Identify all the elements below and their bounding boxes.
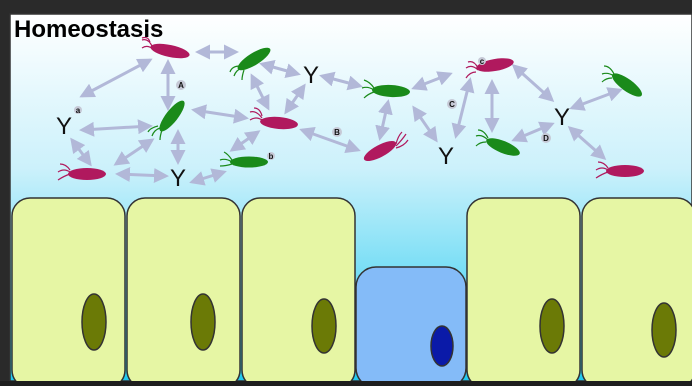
- special-cell: [356, 267, 466, 381]
- label-c-upper: C: [449, 100, 455, 109]
- label-a-lower: a: [76, 106, 81, 115]
- label-c-lower: c: [480, 57, 485, 66]
- antibody-y: Y: [554, 104, 570, 131]
- label-b-lower: b: [269, 152, 274, 161]
- epithelial-cell: [12, 198, 125, 381]
- cell-nucleus: [191, 294, 215, 350]
- epithelial-cell: [127, 198, 240, 381]
- cell-nucleus: [540, 299, 564, 353]
- label-d-upper: D: [543, 134, 549, 143]
- cell-nucleus: [312, 299, 336, 353]
- antibody-y: Y: [303, 62, 319, 89]
- antibody-y: Y: [170, 165, 186, 192]
- epithelial-cell: [582, 198, 692, 381]
- arrow: [118, 174, 166, 176]
- antibody-y: Y: [438, 143, 454, 170]
- diagram-title: Homeostasis: [14, 16, 163, 43]
- epithelial-layer: [12, 198, 692, 381]
- cell-nucleus: [652, 303, 676, 357]
- special-cell-nucleus: [431, 326, 453, 366]
- label-a-upper: A: [178, 81, 184, 90]
- epithelial-cell: [242, 198, 355, 381]
- cell-nucleus: [82, 294, 106, 350]
- label-b-upper: B: [334, 128, 340, 137]
- epithelial-cell: [467, 198, 580, 381]
- antibody-y: Y: [56, 113, 72, 140]
